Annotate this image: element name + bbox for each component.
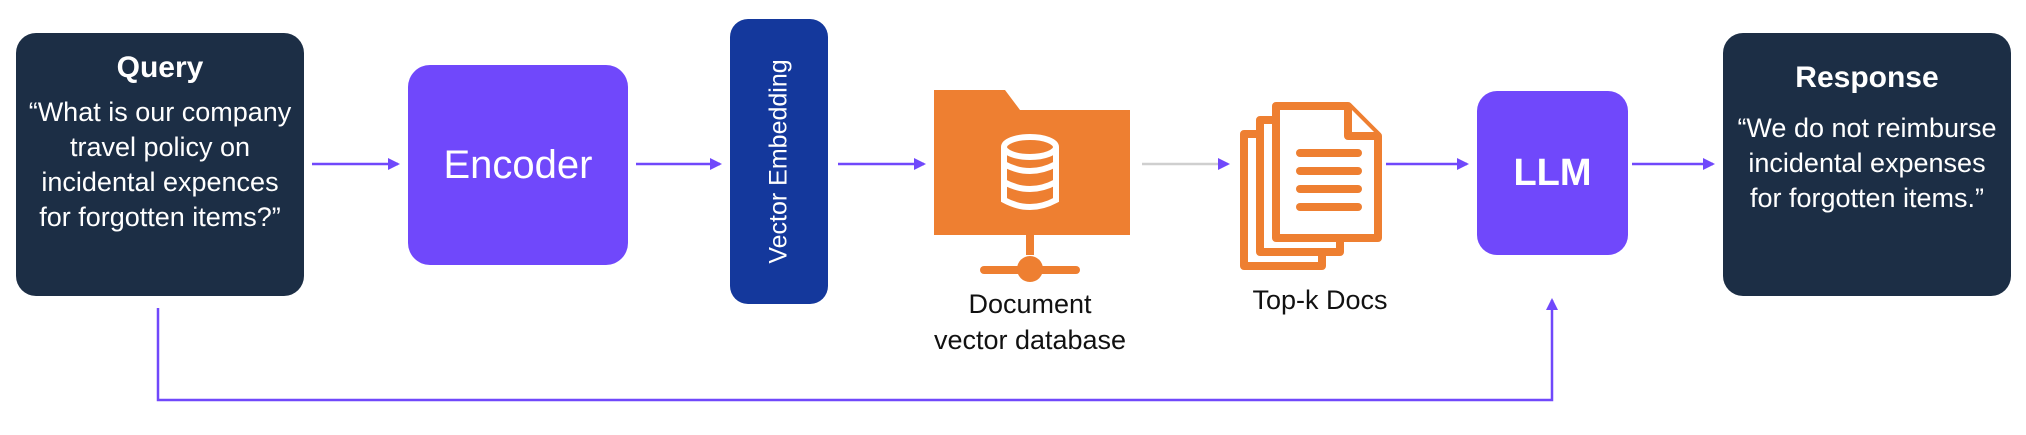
query-text: “What is our company travel policy on in… (28, 97, 292, 232)
encoder-label: Encoder (443, 142, 593, 187)
database-folder-icon (934, 90, 1130, 282)
response-box: Response “We do not reimburse incidental… (1723, 33, 2011, 296)
query-title: Query (116, 51, 204, 84)
llm-box: LLM (1477, 91, 1628, 255)
database-caption-line2: vector database (933, 325, 1127, 355)
query-box: Query “What is our company travel policy… (16, 33, 304, 296)
database-caption: Document vector database (905, 286, 1155, 358)
response-text: “We do not reimburse incidental expenses… (1737, 113, 1997, 213)
database-caption-line1: Document (968, 289, 1092, 319)
docs-caption: Top-k Docs (1252, 285, 1388, 315)
arrow-query-to-llm (156, 298, 1558, 402)
documents-stack-icon (1240, 102, 1382, 270)
vector-embedding-box: Vector Embedding (730, 19, 828, 304)
llm-label: LLM (1513, 151, 1592, 194)
encoder-box: Encoder (408, 65, 628, 265)
response-title: Response (1795, 61, 1939, 94)
